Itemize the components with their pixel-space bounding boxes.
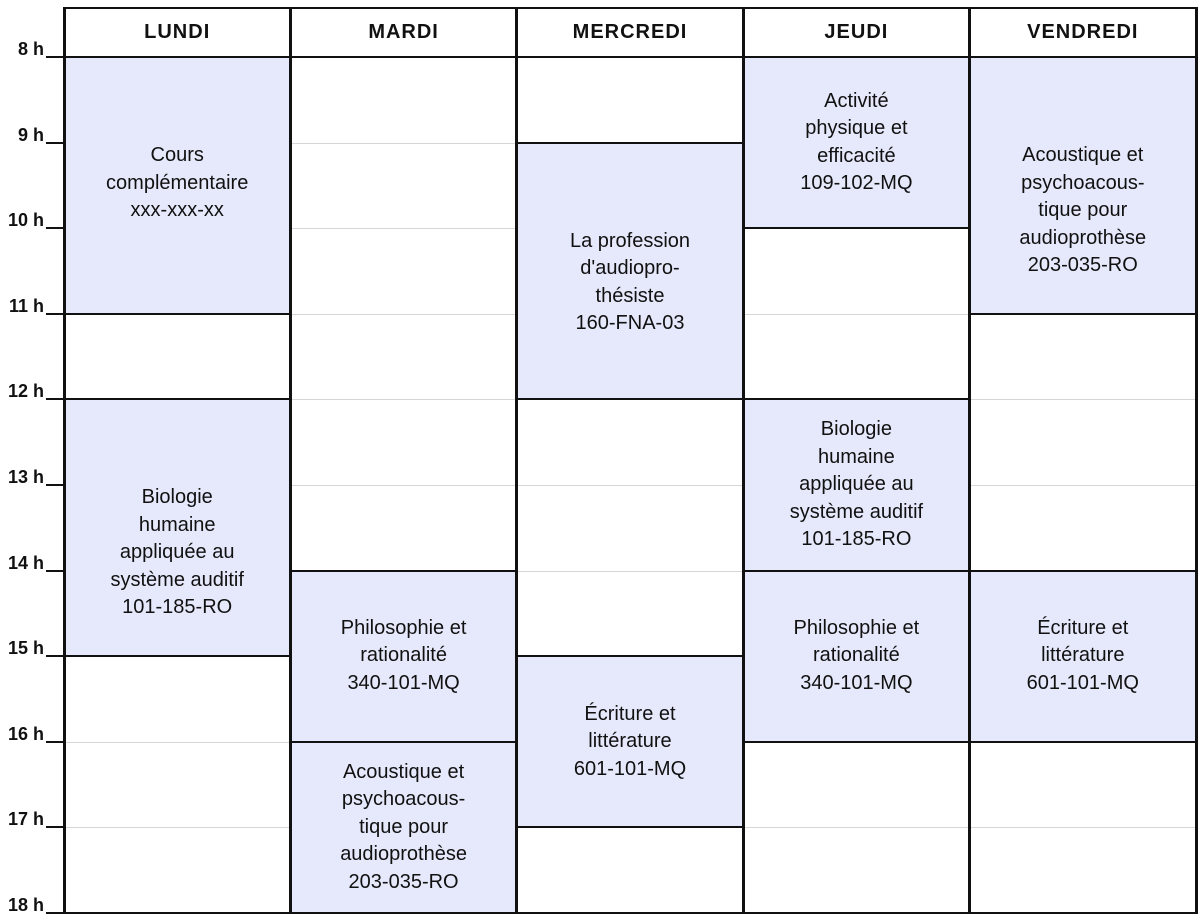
course-label: Philosophie et rationalité 340-101-MQ [793,616,920,694]
course-block[interactable]: Activité physique et efficacité 109-102-… [743,57,970,229]
course-label: Écriture et littérature 601-101-MQ [1026,616,1139,694]
column-border [741,8,745,913]
course-label: Acoustique et psychoacous- tique pour au… [1019,144,1147,276]
hour-label: 12 h [7,381,44,402]
block-divider [743,569,970,572]
day-header-mercredi: MERCREDI [572,21,688,43]
block-divider [516,826,744,829]
course-block[interactable]: Écriture et littérature 601-101-MQ [969,570,1196,742]
header-bottom-border [62,56,1198,58]
hour-label: 17 h [7,809,44,830]
day-header-vendredi: VENDREDI [1027,21,1139,43]
hour-label: 13 h [7,467,44,487]
column-border [1194,8,1198,913]
block-divider [743,227,970,230]
course-label: Écriture et littérature 601-101-MQ [573,702,687,780]
block-divider [743,740,970,743]
block-divider [290,569,517,572]
hour-gridline [64,570,1196,572]
course-label: Biologie humaine appliquée au système au… [789,418,924,551]
block-divider [516,141,744,144]
hour-label: 16 h [7,723,44,744]
course-block[interactable]: Acoustique et psychoacous- tique pour au… [969,57,1196,314]
course-block[interactable]: Acoustique et psychoacous- tique pour au… [290,741,517,913]
table-bottom-border [62,912,1198,914]
hour-tick [46,655,64,658]
hour-label: 18 h [7,895,44,915]
course-label: Biologie humaine appliquée au système au… [110,486,244,619]
block-divider [516,655,744,658]
hour-gridline [64,485,1196,486]
table-top-border [62,7,1198,9]
course-block[interactable]: Philosophie et rationalité 340-101-MQ [743,570,970,742]
hour-tick [46,912,64,914]
hour-tick [46,56,64,58]
hour-tick [46,312,64,315]
block-divider [64,312,291,315]
hour-label: 11 h [8,295,44,316]
block-divider [516,398,744,401]
hour-tick [46,227,64,230]
hour-tick [46,740,64,743]
course-block[interactable]: Biologie humaine appliquée au système au… [743,399,970,571]
course-block[interactable]: Philosophie et rationalité 340-101-MQ [290,570,517,742]
hour-tick [46,398,64,401]
hour-label: 15 h [7,638,44,659]
column-border [288,8,292,913]
day-header-lundi: LUNDI [144,21,211,43]
block-divider [743,398,970,401]
course-label: Acoustique et psychoacous- tique pour au… [340,760,467,893]
day-header-mardi: MARDI [368,21,439,43]
block-divider [969,569,1196,572]
hour-label: 14 h [7,552,44,573]
day-header-jeudi: JEUDI [824,21,889,43]
course-label: Cours complémentaire xxx-xxx-xx [106,144,249,221]
course-block[interactable]: Écriture et littérature 601-101-MQ [516,656,744,828]
course-block[interactable]: La profession d'audiopro- thésiste 160-F… [516,142,744,400]
hour-tick [46,141,64,144]
block-divider [290,740,517,743]
course-block[interactable]: Cours complémentaire xxx-xxx-xx [64,57,291,314]
block-divider [969,740,1196,743]
course-label: Philosophie et rationalité 340-101-MQ [340,616,467,694]
hour-label: 8 h [17,39,44,59]
course-block[interactable]: Biologie humaine appliquée au système au… [64,399,291,657]
course-label: Activité physique et efficacité 109-102-… [800,89,913,195]
block-divider [64,398,291,401]
block-divider [64,655,291,658]
hour-tick [46,569,64,572]
column-border [62,8,66,913]
hour-tick [46,826,64,829]
block-divider [969,312,1196,315]
hour-label: 10 h [7,210,44,231]
course-label: La profession d'audiopro- thésiste 160-F… [569,229,691,335]
hour-label: 9 h [17,124,44,145]
hour-tick [46,484,64,486]
column-border [515,8,519,913]
column-border [968,8,972,913]
